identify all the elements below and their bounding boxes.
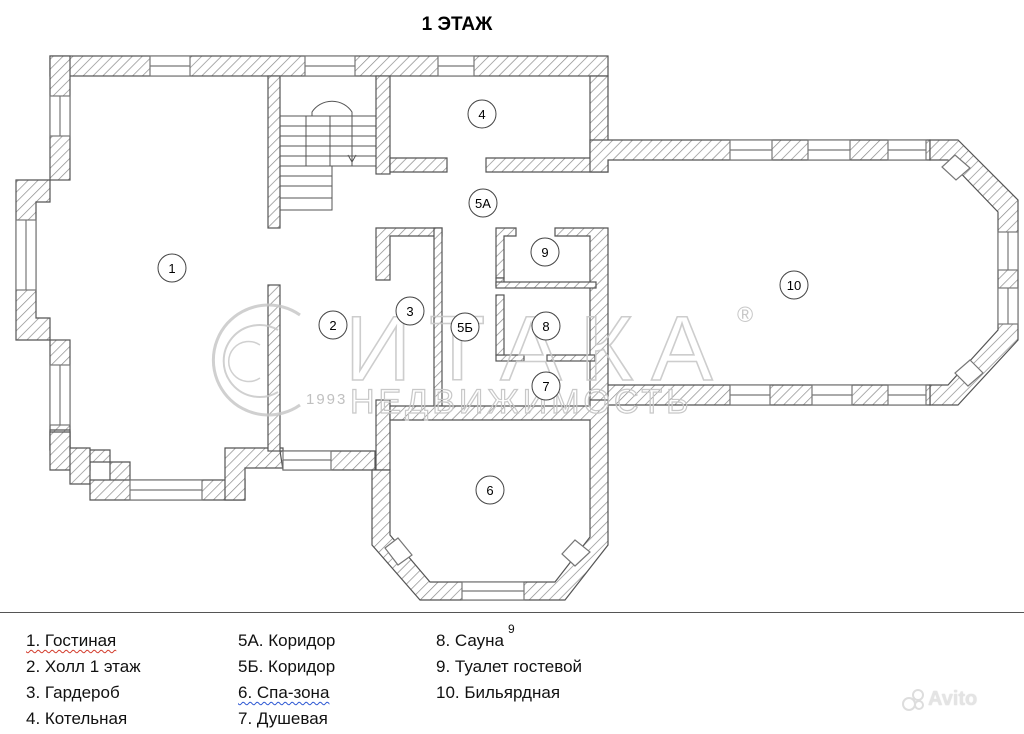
room-number: 7 bbox=[542, 379, 549, 394]
room-number: 4 bbox=[478, 107, 485, 122]
legend-item: 9. Туалет гостевой bbox=[436, 657, 583, 676]
room-marker-4: 4 bbox=[467, 99, 497, 129]
room-number: 2 bbox=[329, 318, 336, 333]
legend-item: 7. Душевая bbox=[238, 709, 328, 728]
room-marker-2: 2 bbox=[318, 310, 348, 340]
legend-column-3: 8. Сауна 9. Туалет гостевой 10. Бильярдн… bbox=[436, 628, 582, 706]
room-marker-6: 6 bbox=[475, 475, 505, 505]
room-marker-10: 10 bbox=[779, 270, 809, 300]
room-number: 10 bbox=[787, 278, 801, 293]
room-number: 6 bbox=[486, 483, 493, 498]
room-marker-3: 3 bbox=[395, 296, 425, 326]
plan-title: 1 ЭТАЖ bbox=[422, 14, 493, 35]
room-number: 1 bbox=[168, 261, 175, 276]
room-marker-1: 1 bbox=[157, 253, 187, 283]
room-marker-5a: 5А bbox=[468, 188, 498, 218]
legend-item: 5Б. Коридор bbox=[238, 657, 336, 676]
legend-item: 8. Сауна bbox=[436, 631, 504, 650]
watermark-sub: НЕДВИЖИМОСТЬ bbox=[350, 383, 692, 421]
legend-item: 3. Гардероб bbox=[26, 683, 120, 702]
room-number: 3 bbox=[406, 304, 413, 319]
room-number: 8 bbox=[542, 319, 549, 334]
legend-column-1: 1. Гостиная 2. Холл 1 этаж 3. Гардероб 4… bbox=[26, 628, 141, 732]
legend-item: 2. Холл 1 этаж bbox=[26, 657, 141, 676]
avito-watermark: Avito bbox=[902, 688, 977, 711]
legend-item: 4. Котельная bbox=[26, 709, 128, 728]
room-markers: 1 2 3 4 5А 5Б 6 7 8 9 10 bbox=[157, 99, 809, 505]
legend-item: 1. Гостиная bbox=[26, 631, 117, 650]
room-marker-9: 9 bbox=[530, 237, 560, 267]
legend-item: 5А. Коридор bbox=[238, 631, 336, 650]
avito-text: Avito bbox=[928, 688, 978, 710]
legend-item: 6. Спа-зона bbox=[238, 683, 330, 702]
legend-column-2: 5А. Коридор 5Б. Коридор 6. Спа-зона 7. Д… bbox=[238, 628, 335, 732]
staircase bbox=[279, 100, 377, 211]
room-number: 9 bbox=[541, 245, 548, 260]
room-marker-8: 8 bbox=[531, 311, 561, 341]
windows bbox=[15, 55, 1019, 601]
room-marker-5b: 5Б bbox=[450, 312, 480, 342]
room-number: 5А bbox=[475, 196, 491, 211]
avito-logo-icon bbox=[902, 688, 924, 711]
room-number: 5Б bbox=[457, 320, 473, 335]
page-mark: 9 bbox=[508, 622, 515, 636]
legend-item: 10. Бильярдная bbox=[436, 683, 561, 702]
room-marker-7: 7 bbox=[531, 371, 561, 401]
watermark-year: 1993 bbox=[306, 391, 347, 408]
legend-divider bbox=[0, 612, 1024, 613]
watermark bbox=[211, 303, 301, 417]
floor-plan: 1 ЭТАЖ bbox=[15, 14, 1019, 601]
watermark-reg: ® bbox=[737, 302, 753, 327]
